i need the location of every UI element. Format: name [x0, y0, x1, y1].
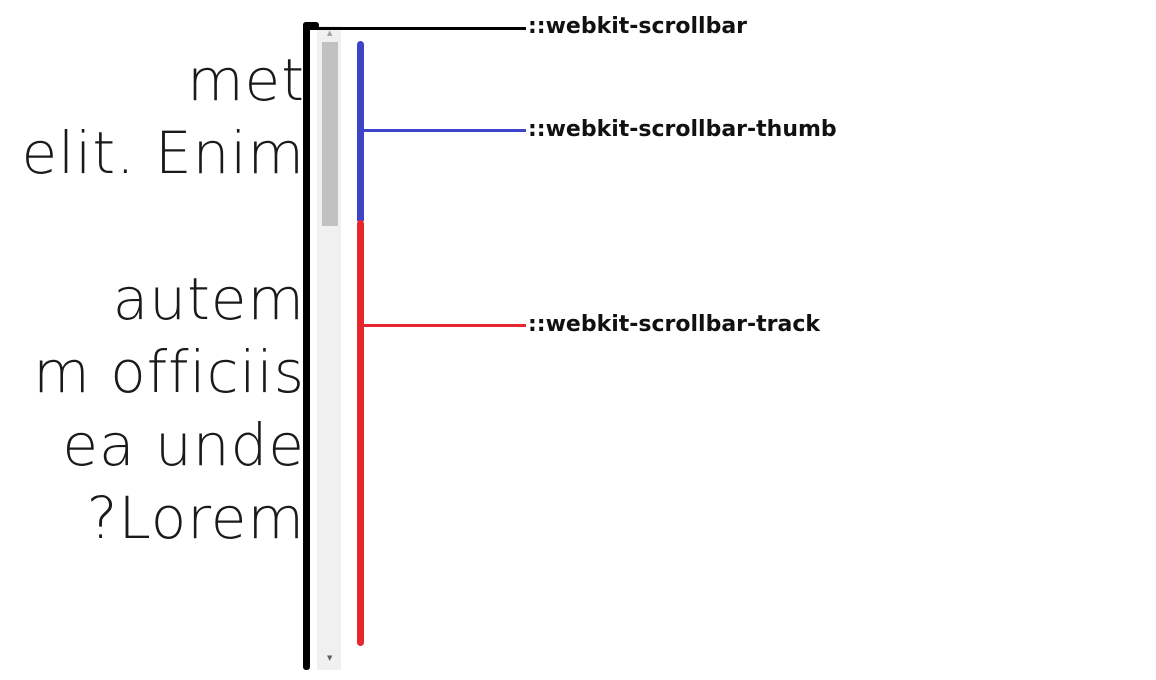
text-line: met — [187, 46, 303, 114]
text-line: elit. Enim — [21, 119, 303, 187]
thumb-leader-line — [362, 129, 526, 132]
text-line: ea unde — [62, 411, 303, 479]
scrollbar-leader-line — [308, 27, 526, 30]
track-leader-line — [362, 324, 526, 327]
text-line: autem — [112, 265, 303, 333]
scrollbar-outline-corner — [303, 22, 319, 29]
thumb-marker-bar — [357, 41, 364, 221]
text-line: m officiis — [33, 338, 303, 406]
scroll-down-arrow-icon[interactable]: ▼ — [327, 654, 333, 662]
sample-text: met elit. Enim autem m officiis ea unde … — [21, 44, 303, 555]
track-callout-label: ::webkit-scrollbar-track — [528, 312, 821, 337]
text-line: ?Lorem — [86, 484, 303, 552]
track-marker-bar — [357, 220, 364, 646]
scroll-up-arrow-icon[interactable]: ▲ — [327, 29, 333, 37]
scrollbar-outline-marker — [303, 22, 310, 670]
scrollbar-callout-label: ::webkit-scrollbar — [528, 14, 748, 39]
native-scrollbar-thumb[interactable] — [322, 42, 338, 226]
text-line — [21, 190, 303, 263]
sample-text-panel: met elit. Enim autem m officiis ea unde … — [0, 0, 303, 670]
thumb-callout-label: ::webkit-scrollbar-thumb — [528, 117, 837, 142]
